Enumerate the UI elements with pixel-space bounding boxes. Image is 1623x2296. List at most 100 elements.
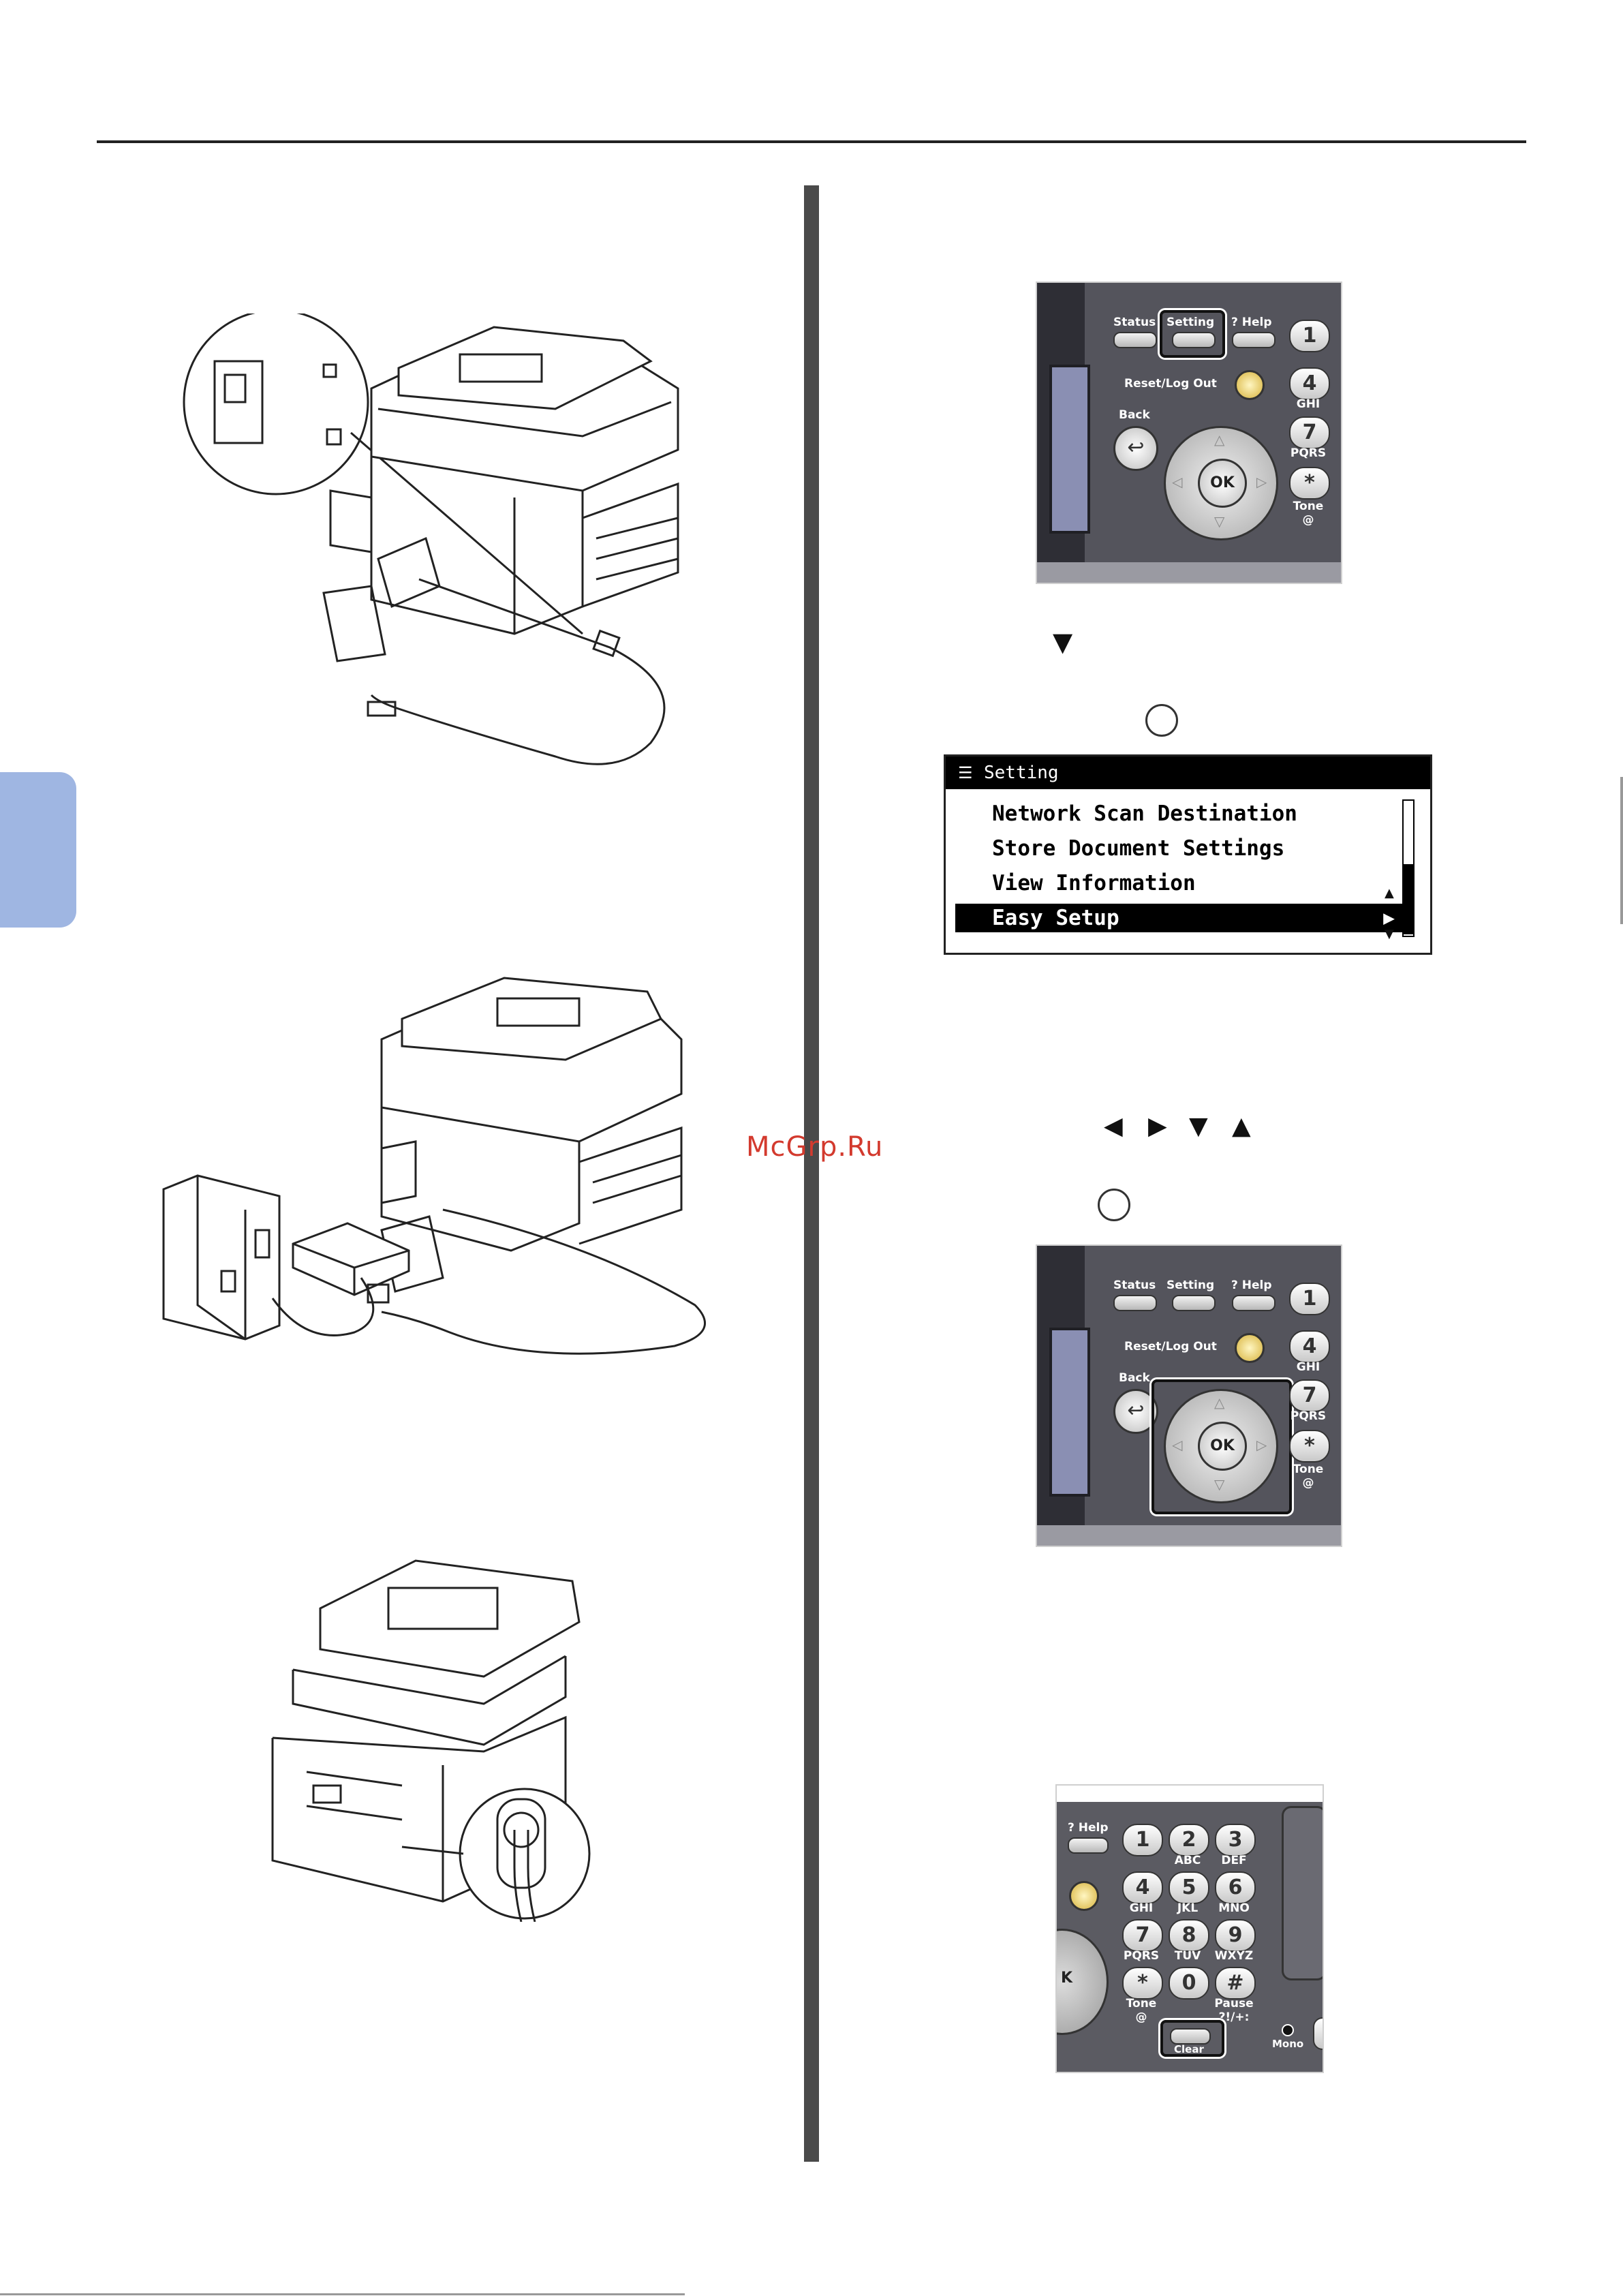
chapter-tab bbox=[0, 772, 76, 928]
help-button-2[interactable] bbox=[1232, 1295, 1276, 1311]
keypad-7[interactable]: 7 bbox=[1122, 1919, 1163, 1952]
help-label-2: ? Help bbox=[1231, 1279, 1272, 1292]
illustration-power-switch bbox=[271, 1559, 591, 1922]
keypad-9-sub: WXYZ bbox=[1214, 1949, 1254, 1963]
keypad-4[interactable]: 4 bbox=[1122, 1871, 1163, 1904]
key-star-sub-b: Tone @ bbox=[1293, 1463, 1324, 1490]
back-button-2[interactable]: ↩ bbox=[1113, 1389, 1158, 1434]
keypad-5-sub: JKL bbox=[1177, 1901, 1199, 1915]
key-star-b[interactable]: * bbox=[1289, 1430, 1330, 1463]
keypad-3[interactable]: 3 bbox=[1215, 1824, 1256, 1856]
right-edge-line bbox=[1620, 777, 1623, 924]
reset-led-3[interactable] bbox=[1069, 1881, 1099, 1911]
setting-label-2: Setting bbox=[1166, 1279, 1215, 1292]
keypad-8-sub: TUV bbox=[1174, 1949, 1201, 1963]
back-label: Back bbox=[1119, 408, 1150, 422]
illustration-phone-line-connection bbox=[183, 313, 679, 765]
key-star[interactable]: * bbox=[1289, 467, 1330, 500]
control-panel-arrows-photo: Status Setting ? Help Reset/Log Out Back… bbox=[1036, 1244, 1342, 1547]
status-label: Status bbox=[1113, 316, 1156, 329]
setting-button[interactable] bbox=[1172, 332, 1216, 348]
scroll-up-icon: ▲ bbox=[1385, 886, 1394, 900]
control-panel-setting-photo: Status Setting ? Help Reset/Log Out Back… bbox=[1036, 281, 1342, 584]
help-button-3[interactable] bbox=[1068, 1837, 1109, 1854]
dpad-down-icon: ▽ bbox=[1214, 513, 1225, 530]
dpad-up-icon: △ bbox=[1214, 431, 1225, 448]
keypad-8[interactable]: 8 bbox=[1169, 1919, 1209, 1952]
ok-button[interactable]: OK bbox=[1198, 459, 1247, 508]
lcd-title: Setting bbox=[984, 763, 1059, 783]
keypad-6[interactable]: 6 bbox=[1215, 1871, 1256, 1904]
keypad-0[interactable]: 0 bbox=[1169, 1967, 1209, 2000]
lcd-item-easy-setup[interactable]: Easy Setup▶ bbox=[955, 904, 1403, 932]
clear-label: Clear bbox=[1174, 2043, 1204, 2055]
keypad-1[interactable]: 1 bbox=[1122, 1824, 1163, 1856]
mono-indicator-icon bbox=[1282, 2024, 1294, 2036]
help-button[interactable] bbox=[1232, 332, 1276, 348]
keypad-6-sub: MNO bbox=[1218, 1901, 1250, 1915]
keypad-3-sub: DEF bbox=[1221, 1854, 1247, 1867]
key-star-sub: Tone @ bbox=[1293, 500, 1324, 527]
key-7[interactable]: 7 bbox=[1289, 416, 1330, 449]
scroll-down-icon: ▼ bbox=[1385, 927, 1394, 941]
reset-label: Reset/Log Out bbox=[1124, 377, 1217, 391]
lcd-item-store-document[interactable]: Store Document Settings bbox=[992, 836, 1285, 861]
keypad-7-sub: PQRS bbox=[1123, 1949, 1160, 1963]
dpad-right-icon-2: ▷ bbox=[1256, 1437, 1267, 1453]
keypad-hash-sub: Pause ?!/+: bbox=[1214, 1997, 1254, 2024]
key-4-sub: GHI bbox=[1296, 397, 1320, 411]
dpad-left-icon: ◁ bbox=[1172, 474, 1183, 490]
mono-label: Mono bbox=[1272, 2038, 1304, 2050]
back-button[interactable]: ↩ bbox=[1113, 426, 1158, 471]
setting-folder-icon: ☰ bbox=[958, 763, 973, 782]
key-4[interactable]: 4 bbox=[1289, 367, 1330, 400]
keypad-5[interactable]: 5 bbox=[1169, 1871, 1209, 1904]
dpad-down-icon-2: ▽ bbox=[1214, 1476, 1225, 1493]
lcd-item-view-information[interactable]: View Information bbox=[992, 871, 1196, 896]
keypad-hash[interactable]: # bbox=[1215, 1967, 1256, 2000]
status-button[interactable] bbox=[1113, 332, 1157, 348]
key-1-b[interactable]: 1 bbox=[1289, 1283, 1330, 1315]
arrow-down-icon-2: ▼ bbox=[1189, 1112, 1208, 1140]
illustration-lan-connection bbox=[162, 977, 707, 1355]
lcd-scrollbar[interactable] bbox=[1402, 799, 1415, 937]
status-button-2[interactable] bbox=[1113, 1295, 1157, 1311]
reset-led-2[interactable] bbox=[1235, 1333, 1265, 1363]
keypad-2[interactable]: 2 bbox=[1169, 1824, 1209, 1856]
reset-label-2: Reset/Log Out bbox=[1124, 1340, 1217, 1353]
watermark: McGrp.Ru bbox=[746, 1131, 884, 1163]
keypad-star[interactable]: * bbox=[1122, 1967, 1163, 2000]
help-label-3: ? Help bbox=[1068, 1821, 1109, 1835]
help-label: ? Help bbox=[1231, 316, 1272, 329]
key-7-b[interactable]: 7 bbox=[1289, 1379, 1330, 1412]
dpad-left-icon-2: ◁ bbox=[1172, 1437, 1183, 1453]
dpad-up-icon-2: △ bbox=[1214, 1394, 1225, 1411]
setting-button-2[interactable] bbox=[1172, 1295, 1216, 1311]
dpad-right-icon: ▷ bbox=[1256, 474, 1267, 490]
top-rule bbox=[97, 140, 1526, 143]
key-4-sub-b: GHI bbox=[1296, 1360, 1320, 1374]
key-1[interactable]: 1 bbox=[1289, 320, 1330, 352]
ok-partial-label: K bbox=[1061, 1970, 1073, 1987]
mono-button[interactable] bbox=[1313, 2017, 1323, 2050]
setting-label: Setting bbox=[1166, 316, 1215, 329]
setting-highlight bbox=[1160, 310, 1225, 358]
back-label-2: Back bbox=[1119, 1371, 1150, 1385]
ok-button-2[interactable]: OK bbox=[1198, 1422, 1247, 1471]
ok-key-icon-2 bbox=[1098, 1189, 1130, 1221]
keypad-9[interactable]: 9 bbox=[1215, 1919, 1256, 1952]
status-label-2: Status bbox=[1113, 1279, 1156, 1292]
arrow-down-icon: ▼ bbox=[1053, 627, 1073, 657]
key-7-sub: PQRS bbox=[1290, 446, 1327, 460]
lcd-item-network-scan[interactable]: Network Scan Destination bbox=[992, 801, 1297, 826]
reset-led[interactable] bbox=[1235, 370, 1265, 400]
arrow-right-icon: ▶ bbox=[1148, 1112, 1167, 1140]
arrow-up-icon: ▲ bbox=[1232, 1112, 1251, 1140]
key-4-b[interactable]: 4 bbox=[1289, 1330, 1330, 1363]
keypad-4-sub: GHI bbox=[1129, 1901, 1154, 1915]
clear-button[interactable] bbox=[1170, 2028, 1211, 2045]
keypad-2-sub: ABC bbox=[1174, 1854, 1201, 1867]
lcd-scroll-thumb[interactable] bbox=[1404, 864, 1413, 934]
column-divider bbox=[804, 185, 819, 2162]
control-panel-keypad-photo: ? Help K 1 2 ABC 3 DEF 4 GHI 5 JKL 6 MNO… bbox=[1055, 1784, 1324, 2073]
